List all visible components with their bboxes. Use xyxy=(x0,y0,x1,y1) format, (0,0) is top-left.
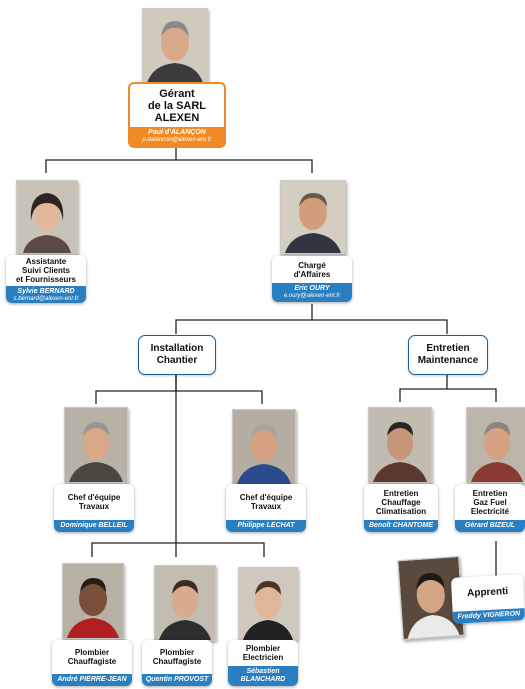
manager-card: Gérant de la SARL ALEXEN Paul d'ALANÇON … xyxy=(128,82,226,148)
portrait-image xyxy=(17,181,77,253)
plumber-photo xyxy=(154,565,216,641)
apprentice-photo xyxy=(397,555,465,641)
assistant-name: Sylvie BERNARD xyxy=(17,288,75,295)
assistant-title: Assistante Suivi Clients et Fournisseurs xyxy=(15,257,76,284)
portrait-image xyxy=(63,564,123,638)
plumber-card: Plombier Electricien Sébastien BLANCHARD xyxy=(228,640,298,686)
portrait-image xyxy=(155,566,215,640)
manager-title: Gérant de la SARL ALEXEN xyxy=(147,87,207,124)
manager-name-band: Paul d'ALANÇON p.dalancon@alexen-enr.fr xyxy=(130,127,224,146)
maintenance-staff-photo xyxy=(466,407,525,483)
maintenance-staff-title: Entretien Chauffage Climatisation xyxy=(375,488,427,516)
section-maintenance: Entretien Maintenance xyxy=(408,335,488,375)
team-leader-photo xyxy=(232,409,296,485)
portrait-image xyxy=(281,181,345,253)
plumber-title: Plombier Chauffagiste xyxy=(152,648,202,666)
portrait-image xyxy=(233,410,295,484)
plumber-title: Plombier Chauffagiste xyxy=(67,648,117,666)
plumber-photo xyxy=(62,563,124,639)
portrait-image xyxy=(467,408,525,482)
plumber-photo xyxy=(238,567,298,641)
business-manager-email: e.oury@alexen-enr.fr xyxy=(283,293,341,299)
business-manager-name-band: Eric OURY e.oury@alexen-enr.fr xyxy=(272,283,352,302)
plumber-name: Quentin PROVOST xyxy=(142,674,212,686)
plumber-title: Plombier Electricien xyxy=(242,644,284,662)
assistant-photo xyxy=(16,180,78,254)
business-manager-title: Chargé d'Affaires xyxy=(293,260,331,279)
plumber-card: Plombier Chauffagiste André PIERRE-JEAN xyxy=(52,640,132,686)
business-manager-card: Chargé d'Affaires Eric OURY e.oury@alexe… xyxy=(272,256,352,302)
team-leader-title: Chef d'équipe Travaux xyxy=(67,493,121,511)
plumber-name: André PIERRE-JEAN xyxy=(52,674,132,686)
portrait-image xyxy=(143,9,207,83)
maintenance-staff-card: Entretien Gaz Fuel Electricité Gérard BI… xyxy=(455,484,525,532)
business-manager-name: Eric OURY xyxy=(294,285,330,292)
assistant-card: Assistante Suivi Clients et Fournisseurs… xyxy=(6,255,86,303)
section-installation: Installation Chantier xyxy=(138,335,216,375)
assistant-email: s.bernard@alexen-enr.fr xyxy=(13,296,79,302)
team-leader-name: Dominique BELLEIL xyxy=(54,520,134,532)
apprentice-title: Apprenti xyxy=(466,585,509,600)
team-leader-title: Chef d'équipe Travaux xyxy=(239,493,293,511)
portrait-image xyxy=(398,557,464,639)
manager-name: Paul d'ALANÇON xyxy=(148,129,206,136)
portrait-image xyxy=(239,568,297,640)
team-leader-card: Chef d'équipe Travaux Philippe LECHAT xyxy=(226,484,306,532)
team-leader-photo xyxy=(64,407,128,483)
plumber-card: Plombier Chauffagiste Quentin PROVOST xyxy=(142,640,212,686)
maintenance-staff-title: Entretien Gaz Fuel Electricité xyxy=(470,488,510,516)
portrait-image xyxy=(65,408,127,482)
manager-photo xyxy=(142,8,208,84)
plumber-name: Sébastien BLANCHARD xyxy=(228,666,298,686)
portrait-image xyxy=(369,408,431,482)
team-leader-card: Chef d'équipe Travaux Dominique BELLEIL xyxy=(54,484,134,532)
manager-email: p.dalancon@alexen-enr.fr xyxy=(142,137,212,143)
maintenance-staff-card: Entretien Chauffage Climatisation Benoît… xyxy=(364,484,438,532)
maintenance-staff-name: Gérard BIZEUL xyxy=(455,520,525,532)
maintenance-staff-photo xyxy=(368,407,432,483)
team-leader-name: Philippe LECHAT xyxy=(226,520,306,532)
business-manager-photo xyxy=(280,180,346,254)
assistant-name-band: Sylvie BERNARD s.bernard@alexen-enr.fr xyxy=(6,286,86,303)
apprentice-card: Apprenti Freddy VIGNERON xyxy=(450,574,525,624)
maintenance-staff-name: Benoît CHANTOME xyxy=(364,520,438,532)
